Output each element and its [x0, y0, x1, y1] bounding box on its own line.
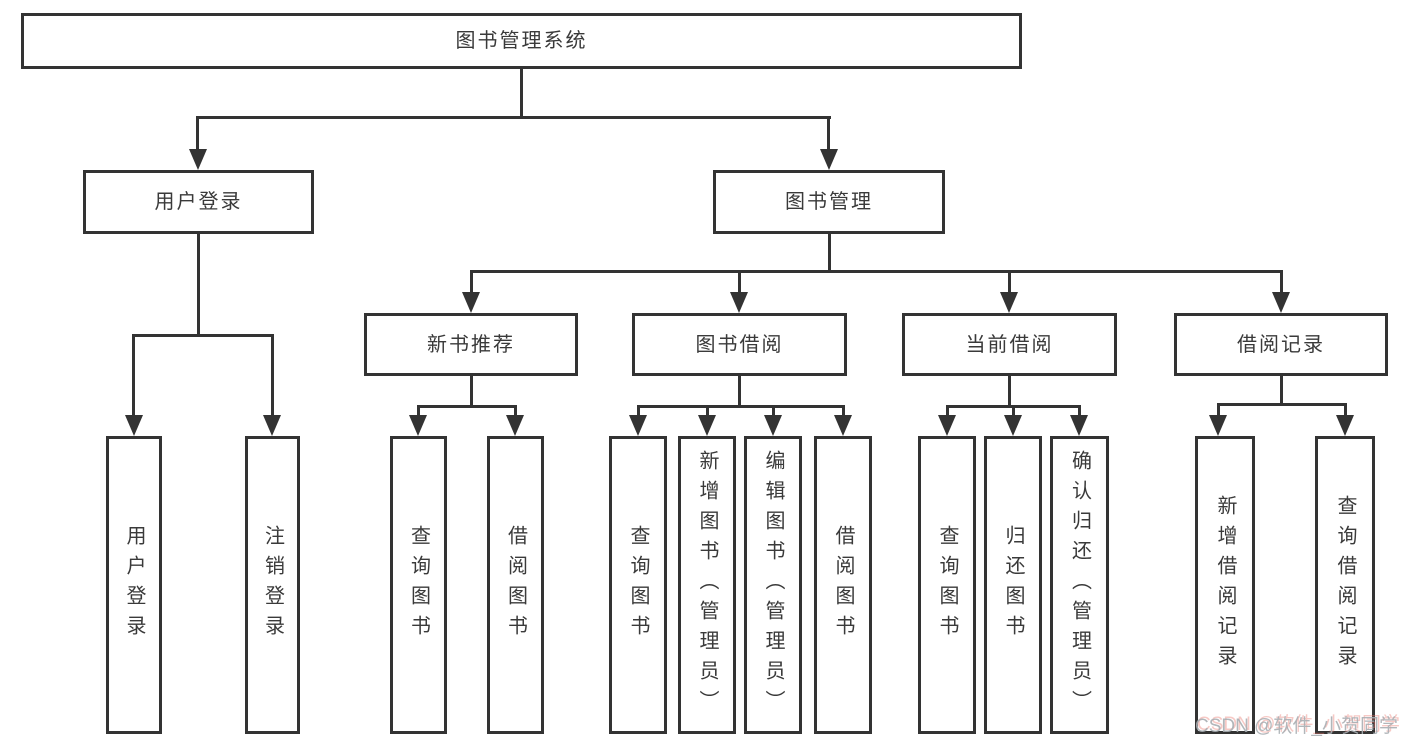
node-label: 用户登录: [123, 525, 145, 645]
connector-line: [827, 116, 830, 152]
connector-line: [637, 405, 845, 408]
connector-arrow: [730, 292, 748, 313]
connector-line: [1217, 403, 1347, 406]
csdn-watermark: CSDN @软件_小贺同学: [1195, 716, 1398, 737]
connector-line: [470, 270, 1282, 273]
node-label: 图书借阅: [695, 333, 784, 356]
node-label: 查询借阅记录: [1334, 495, 1356, 675]
connector-line: [738, 270, 741, 295]
connector-line: [470, 376, 473, 407]
connector-line: [271, 334, 274, 418]
connector-line: [772, 405, 775, 418]
node-current-borrowing: 当前借阅: [902, 313, 1117, 376]
connector-line: [1078, 405, 1081, 418]
connector-arrow: [938, 415, 956, 436]
connector-arrow: [820, 149, 838, 170]
connector-arrow: [764, 415, 782, 436]
leaf-query-books-borrowing: 查询图书: [609, 436, 667, 734]
node-label: 图书管理: [785, 191, 873, 213]
connector-arrow: [506, 415, 524, 436]
leaf-add-books-admin: 新增图书（管理员）: [678, 436, 736, 734]
node-label: 新增借阅记录: [1214, 495, 1236, 675]
connector-line: [1217, 403, 1220, 418]
connector-line: [132, 334, 274, 337]
leaf-logout: 注销登录: [245, 436, 300, 734]
leaf-return-books: 归还图书: [984, 436, 1042, 734]
connector-line: [514, 405, 517, 418]
connector-line: [197, 233, 200, 336]
node-label: 用户登录: [154, 191, 243, 213]
node-label: 查询图书: [407, 525, 430, 645]
node-label: 归还图书: [1002, 525, 1024, 645]
node-book-borrowing: 图书借阅: [632, 313, 847, 376]
node-label: 确认归还（管理员）: [1068, 450, 1091, 720]
connector-arrow: [1004, 415, 1022, 436]
node-label: 新增图书（管理员）: [696, 450, 718, 720]
node-label: 编辑图书（管理员）: [762, 450, 784, 720]
node-label: 借阅记录: [1237, 333, 1325, 356]
node-label: 图书管理系统: [455, 30, 588, 52]
node-label: 注销登录: [261, 525, 284, 645]
connector-line: [470, 270, 473, 295]
connector-line: [196, 116, 831, 119]
connector-line: [520, 69, 523, 118]
connector-arrow: [409, 415, 427, 436]
connector-arrow: [462, 292, 480, 313]
connector-arrow: [1000, 292, 1018, 313]
leaf-query-books-recommend: 查询图书: [390, 436, 447, 734]
connector-line: [706, 405, 709, 418]
leaf-edit-books-admin: 编辑图书（管理员）: [744, 436, 802, 734]
connector-line: [1012, 405, 1015, 418]
connector-arrow: [189, 149, 207, 170]
connector-line: [1280, 270, 1283, 295]
connector-arrow: [125, 415, 143, 436]
connector-line: [637, 405, 640, 418]
node-user-login-branch: 用户登录: [83, 170, 314, 234]
node-label: 当前借阅: [965, 333, 1054, 356]
node-borrowing-records: 借阅记录: [1174, 313, 1388, 376]
connector-line: [196, 116, 199, 152]
node-label: 新书推荐: [427, 333, 515, 356]
connector-line: [738, 376, 741, 407]
leaf-query-books-current: 查询图书: [918, 436, 976, 734]
leaf-user-login: 用户登录: [106, 436, 162, 734]
connector-line: [828, 233, 831, 273]
connector-line: [1280, 376, 1283, 406]
node-label: 借阅图书: [832, 525, 854, 645]
connector-line: [946, 405, 949, 418]
connector-line: [1344, 403, 1347, 418]
node-book-management-branch: 图书管理: [713, 170, 945, 234]
leaf-borrow-books-recommend: 借阅图书: [487, 436, 544, 734]
connector-line: [842, 405, 845, 418]
leaf-add-borrow-record: 新增借阅记录: [1195, 436, 1255, 734]
connector-arrow: [1336, 415, 1354, 436]
connector-arrow: [1272, 292, 1290, 313]
connector-line: [132, 334, 135, 418]
connector-line: [1008, 376, 1011, 407]
connector-arrow: [698, 415, 716, 436]
node-new-book-recommend: 新书推荐: [364, 313, 578, 376]
node-label: 借阅图书: [504, 525, 527, 645]
connector-line: [417, 405, 420, 418]
connector-arrow: [629, 415, 647, 436]
connector-arrow: [834, 415, 852, 436]
connector-line: [1008, 270, 1011, 295]
leaf-borrow-books: 借阅图书: [814, 436, 872, 734]
connector-arrow: [1070, 415, 1088, 436]
leaf-query-borrow-record: 查询借阅记录: [1315, 436, 1375, 734]
leaf-confirm-return-admin: 确认归还（管理员）: [1050, 436, 1109, 734]
connector-line: [417, 405, 517, 408]
connector-arrow: [1209, 415, 1227, 436]
node-root-library-system: 图书管理系统: [21, 13, 1022, 69]
connector-arrow: [263, 415, 281, 436]
node-label: 查询图书: [936, 525, 958, 645]
node-label: 查询图书: [627, 525, 649, 645]
